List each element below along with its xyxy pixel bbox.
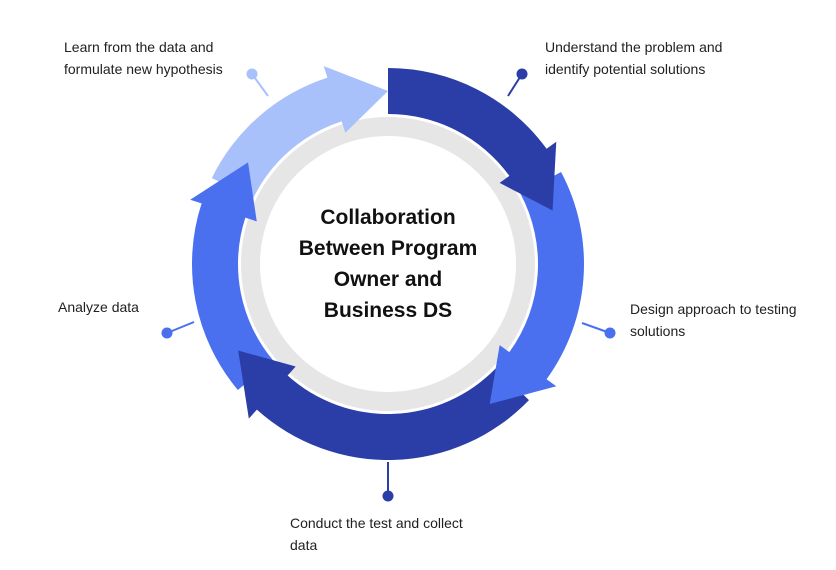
step-label-learn: Learn from the data and formulate new hy… <box>64 39 223 77</box>
step-label-understand: Understand the problem and identify pote… <box>545 39 723 77</box>
arrow-segment-understand <box>388 68 557 211</box>
connector-understand <box>507 68 528 97</box>
cycle-arrows <box>190 66 584 461</box>
marker-dot-conduct <box>382 490 394 502</box>
connector-conduct <box>382 462 394 502</box>
center-title-line: Between Program <box>298 237 478 260</box>
marker-dot-understand <box>516 68 528 80</box>
connector-learn <box>246 68 269 97</box>
center-title: Collaboration Between Program Owner and … <box>268 202 508 326</box>
center-title-line: Owner and <box>333 268 443 291</box>
center-title-line: Business DS <box>323 299 453 322</box>
marker-dot-design <box>604 327 616 339</box>
center-disc <box>260 136 516 392</box>
step-label-design: Design approach to testing solutions <box>630 301 797 339</box>
connector-analyze <box>161 321 195 339</box>
step-label-analyze: Analyze data <box>58 299 139 315</box>
marker-dot-analyze <box>161 327 173 339</box>
center-title-line: Collaboration <box>320 206 456 229</box>
arrow-segment-analyze <box>190 162 274 390</box>
step-label-conduct: Conduct the test and collect data <box>290 515 463 553</box>
connector-design <box>581 322 616 339</box>
arrow-segment-learn <box>211 66 388 199</box>
marker-dot-learn <box>246 68 258 80</box>
arrow-segment-design <box>489 171 584 404</box>
arrow-segment-conduct <box>238 350 529 461</box>
